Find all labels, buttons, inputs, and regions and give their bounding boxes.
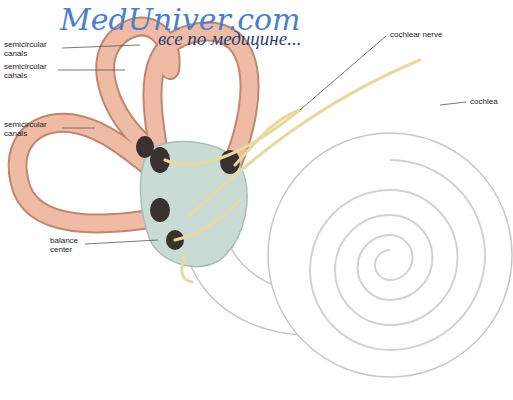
leader-line (58, 36, 466, 244)
part-label: semicircular cahals (4, 62, 56, 80)
part-label: cochlear nerve (390, 30, 442, 39)
cochlea-shell (268, 133, 512, 377)
nerve (165, 60, 420, 282)
part-label: semicircular canals (4, 120, 60, 138)
part-label: balance center (50, 236, 84, 254)
part-label: semicircular canals (4, 40, 60, 58)
watermark: все по медицине... (158, 28, 301, 50)
cochlea-spiral (310, 160, 485, 350)
ampulla (136, 136, 240, 250)
vestibule (141, 142, 248, 267)
part-label: cochlea (470, 97, 498, 106)
